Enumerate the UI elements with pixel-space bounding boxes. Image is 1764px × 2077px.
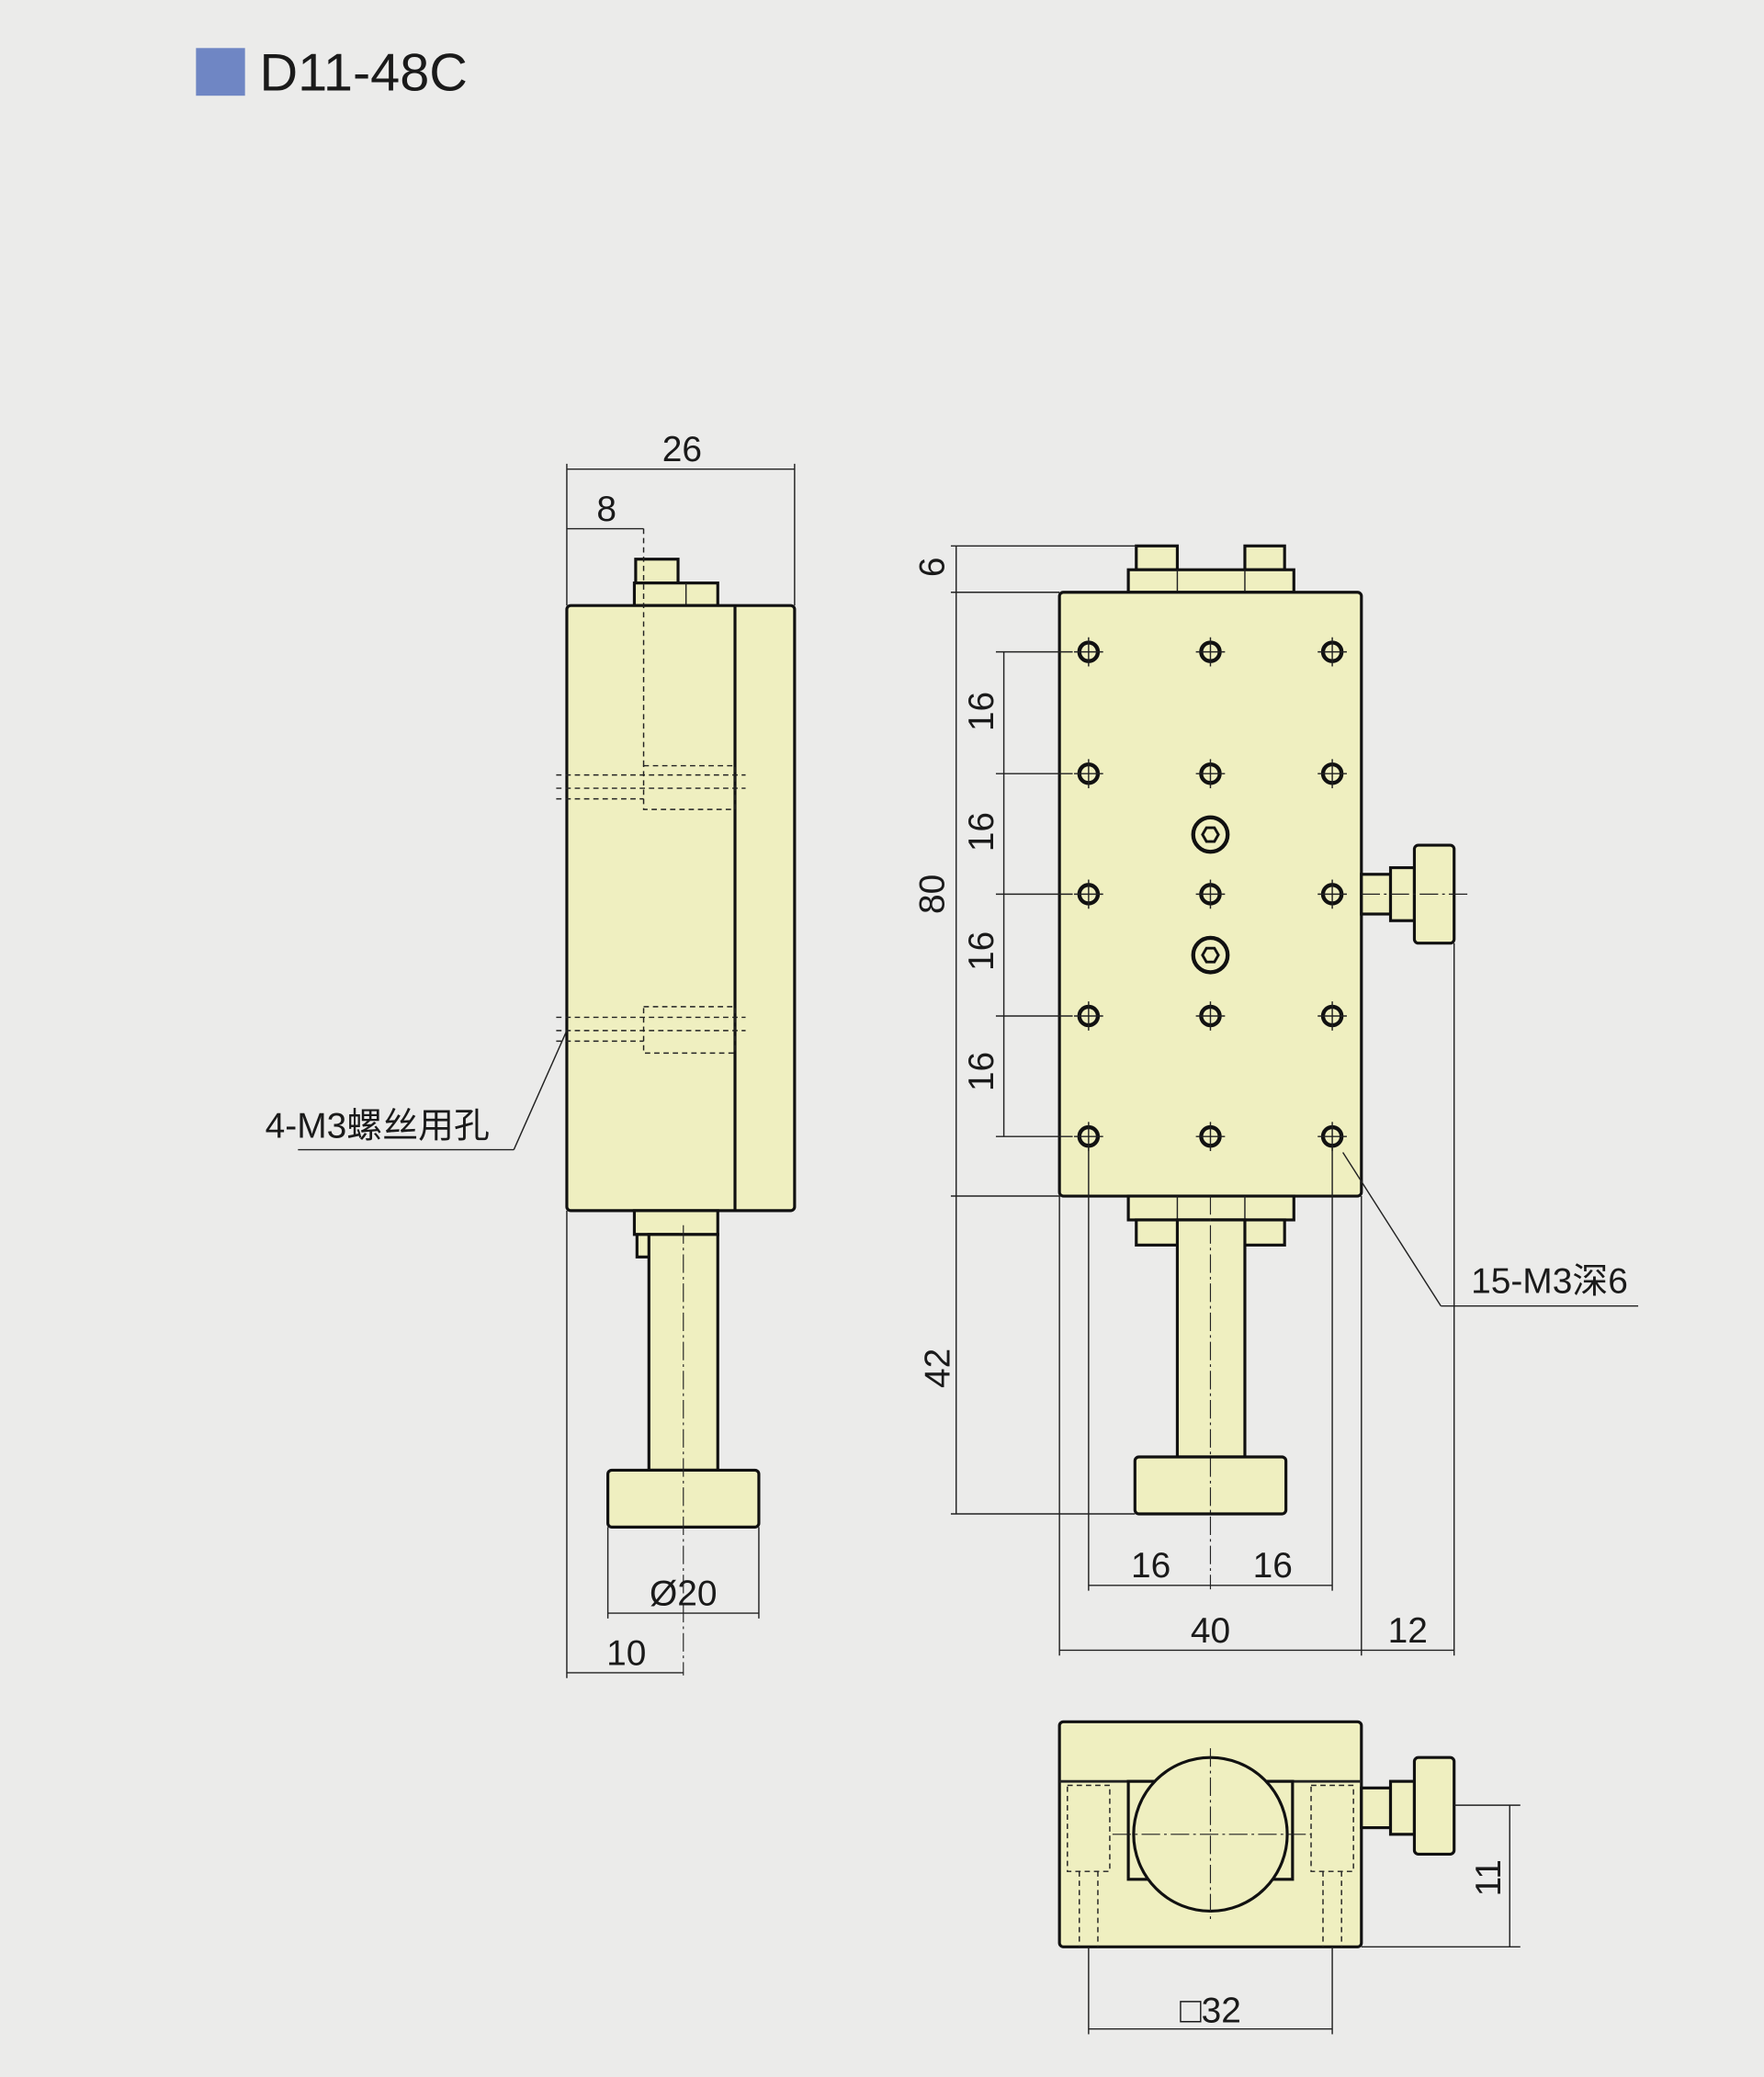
dim-width: 40 (1191, 1611, 1230, 1651)
title-marker (196, 48, 245, 96)
front-view: 6 80 42 16 16 16 16 16 16 40 12 15-M3深6 (913, 544, 1639, 1656)
dim-pitch-v: 16 (962, 692, 1001, 731)
hex-screw-icon (1191, 935, 1230, 975)
dim-offset: 8 (596, 490, 616, 529)
dim-knob-protrusion: 12 (1388, 1611, 1428, 1651)
dim-width: 26 (662, 430, 702, 469)
dim-pitch-h: 16 (1253, 1546, 1293, 1586)
hex-screw-icon (1191, 815, 1230, 854)
dim-top: 6 (913, 558, 953, 578)
dim-square: □32 (1180, 1991, 1241, 2030)
page-title: D11-48C (260, 43, 468, 102)
dim-knob-offset: 10 (606, 1633, 646, 1673)
dim-height: 11 (1469, 1859, 1509, 1896)
dim-knob-length: 42 (919, 1349, 958, 1388)
bottom-view: 11 □32 (1057, 1720, 1521, 2035)
dim-pitch-v: 16 (962, 931, 1001, 971)
dim-knob-diameter: Ø20 (650, 1574, 718, 1613)
tapped-holes-note: 15-M3深6 (1471, 1261, 1628, 1301)
dim-pitch-h: 16 (1131, 1546, 1170, 1586)
dim-pitch-v: 16 (962, 812, 1001, 852)
dim-pitch-v: 16 (962, 1052, 1001, 1091)
side-view: 26 8 Ø20 10 4-M3螺丝用孔 (266, 430, 797, 1678)
mounting-holes-note: 4-M3螺丝用孔 (266, 1107, 490, 1146)
dim-length: 80 (913, 875, 953, 914)
